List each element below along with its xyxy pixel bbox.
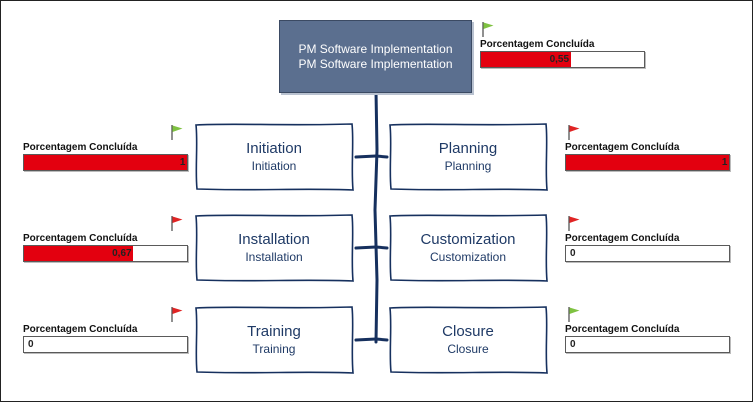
node-closure-subtitle: Closure: [447, 342, 489, 356]
training-status-flag-icon: [170, 306, 184, 322]
initiation-kpi: Porcentagem Concluída 1: [23, 141, 191, 171]
installation-kpi-label: Porcentagem Concluída: [23, 233, 138, 244]
node-installation[interactable]: Installation Installation: [194, 213, 354, 282]
installation-kpi-fill: [24, 246, 134, 261]
planning-status-flag-icon: [567, 124, 581, 140]
root-kpi-label: Porcentagem Concluída: [480, 39, 595, 50]
node-customization-subtitle: Customization: [429, 250, 507, 264]
installation-kpi-value: 0,67: [112, 248, 132, 259]
root-node[interactable]: PM Software Implementation PM Software I…: [279, 20, 472, 93]
branch-installation: [354, 245, 378, 250]
branch-training: [354, 337, 378, 342]
root-kpi: Porcentagem Concluída 0,55: [480, 38, 648, 68]
node-box-outline: [389, 123, 548, 191]
node-planning[interactable]: Planning Planning: [388, 122, 548, 191]
planning-kpi-fill: [566, 155, 729, 170]
closure-status-flag-icon: [567, 306, 581, 322]
node-box-outline: [389, 306, 548, 374]
root-title: PM Software Implementation: [298, 41, 453, 56]
root-kpi-bar: 0,55: [480, 51, 645, 68]
training-kpi-bar: 0: [23, 336, 188, 353]
closure-kpi-label: Porcentagem Concluída: [565, 324, 680, 335]
root-status-flag-icon: [481, 21, 495, 37]
customization-kpi-bar: 0: [565, 245, 730, 262]
initiation-kpi-label: Porcentagem Concluída: [23, 142, 138, 153]
initiation-kpi-value: 1: [179, 157, 186, 168]
customization-kpi: Porcentagem Concluída 0: [565, 232, 733, 262]
node-initiation-title: Initiation: [246, 140, 302, 157]
node-initiation-subtitle: Initiation: [251, 159, 297, 173]
closure-kpi: Porcentagem Concluída 0: [565, 323, 733, 353]
customization-kpi-value: 0: [570, 248, 576, 259]
initiation-status-flag-icon: [170, 124, 184, 140]
node-installation-subtitle: Installation: [245, 250, 303, 264]
root-subtitle: PM Software Implementation: [298, 56, 453, 71]
node-box-outline: [389, 214, 548, 282]
trunk-line: [373, 89, 379, 344]
training-kpi: Porcentagem Concluída 0: [23, 323, 191, 353]
customization-status-flag-icon: [567, 215, 581, 231]
node-closure[interactable]: Closure Closure: [388, 305, 548, 374]
planning-kpi-value: 1: [721, 157, 728, 168]
node-training[interactable]: Training Training: [194, 305, 354, 374]
installation-status-flag-icon: [170, 215, 184, 231]
root-kpi-fill: [481, 52, 571, 67]
installation-kpi: Porcentagem Concluída 0,67: [23, 232, 191, 262]
planning-kpi-bar: 1: [565, 154, 730, 171]
customization-kpi-label: Porcentagem Concluída: [565, 233, 680, 244]
installation-kpi-bar: 0,67: [23, 245, 188, 262]
node-box-outline: [195, 123, 354, 191]
branch-initiation: [354, 154, 378, 159]
branch-planning: [374, 154, 389, 159]
node-customization[interactable]: Customization Customization: [388, 213, 548, 282]
initiation-kpi-bar: 1: [23, 154, 188, 171]
root-kpi-value: 0,55: [549, 54, 570, 65]
node-initiation[interactable]: Initiation Initiation: [194, 122, 354, 191]
node-box-outline: [195, 214, 354, 282]
node-planning-title: Planning: [438, 140, 498, 157]
training-kpi-value: 0: [28, 339, 34, 350]
node-box-outline: [195, 306, 354, 374]
planning-kpi: Porcentagem Concluída 1: [565, 141, 733, 171]
node-training-title: Training: [247, 323, 301, 340]
training-kpi-label: Porcentagem Concluída: [23, 324, 138, 335]
closure-kpi-bar: 0: [565, 336, 730, 353]
initiation-kpi-fill: [24, 155, 187, 170]
node-installation-title: Installation: [238, 231, 310, 248]
node-closure-title: Closure: [442, 323, 494, 340]
closure-kpi-value: 0: [570, 339, 576, 350]
node-training-subtitle: Training: [252, 342, 296, 356]
branch-closure: [374, 337, 389, 342]
node-customization-title: Customization: [420, 231, 516, 248]
planning-kpi-label: Porcentagem Concluída: [565, 142, 680, 153]
branch-customization: [374, 245, 389, 250]
node-planning-subtitle: Planning: [444, 159, 492, 173]
